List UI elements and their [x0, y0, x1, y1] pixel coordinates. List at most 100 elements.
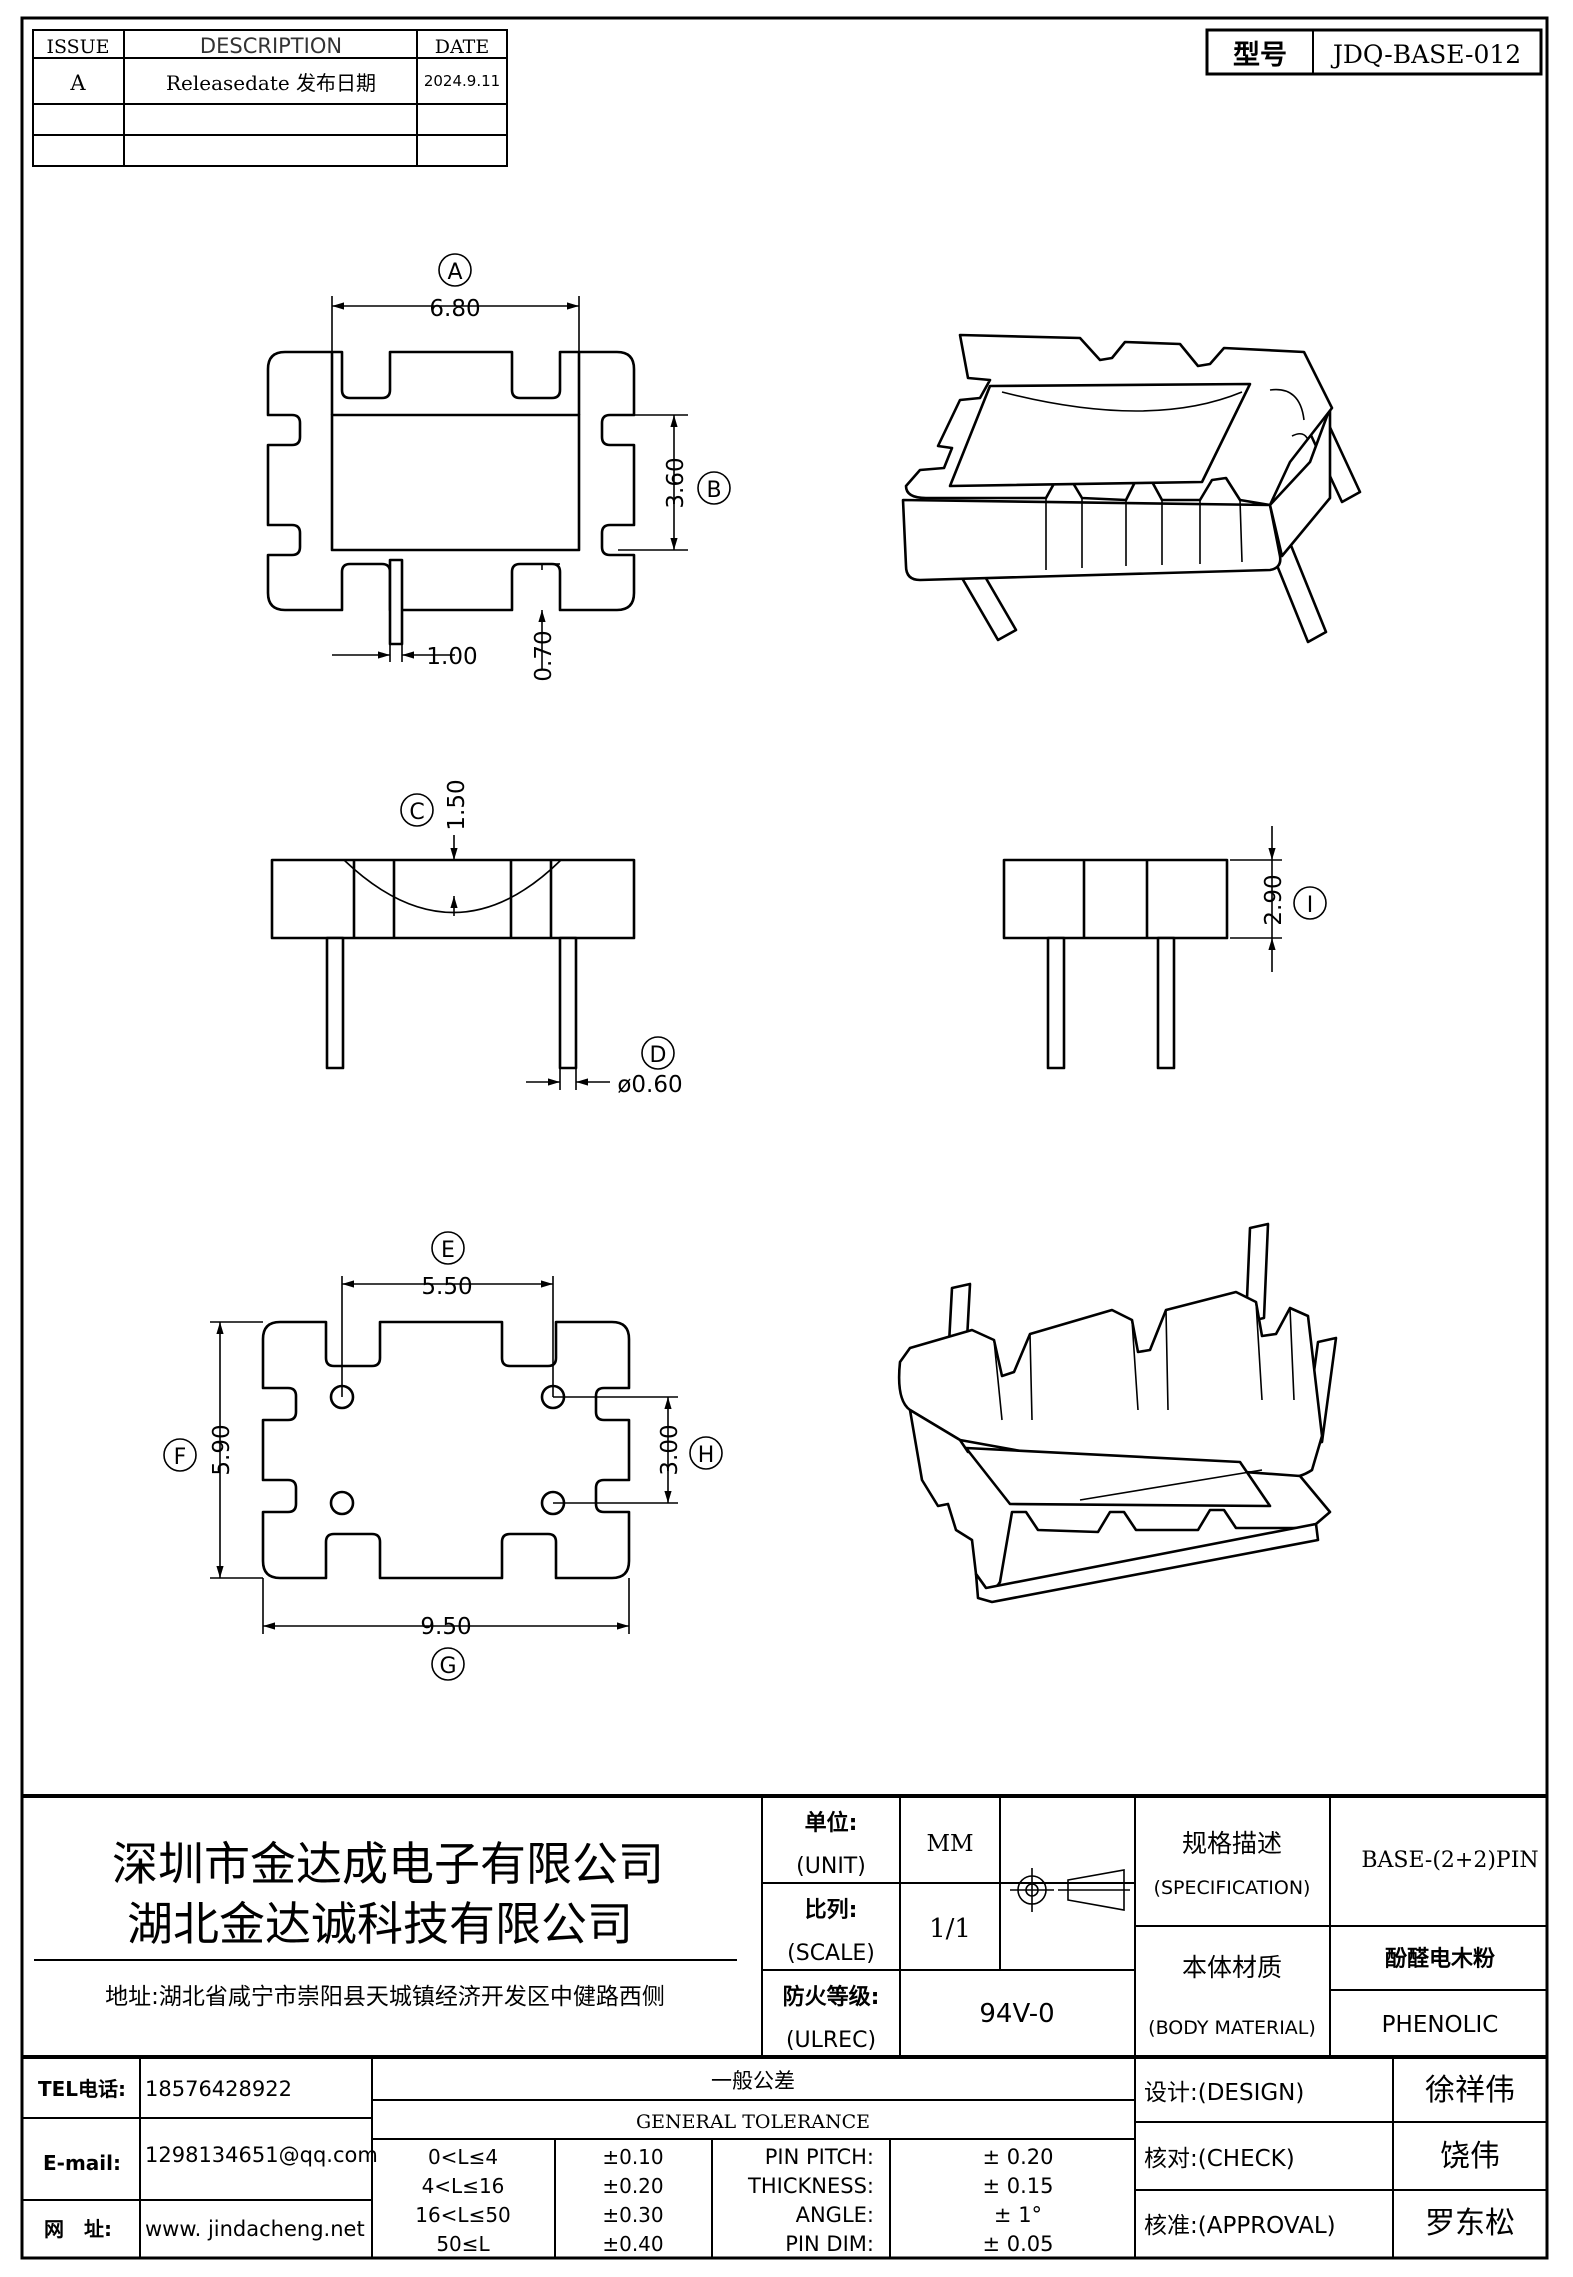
header-issue: ISSUE — [46, 36, 109, 58]
email-label: E-mail: — [43, 2151, 121, 2175]
tol-item: THICKNESS: — [747, 2174, 874, 2198]
tol-value: ±0.40 — [602, 2232, 663, 2256]
label-f: F — [174, 1445, 187, 1470]
issue-value: A — [69, 71, 86, 95]
tel-value: 18576428922 — [145, 2077, 292, 2101]
tol-item-value: ± 0.20 — [982, 2145, 1053, 2169]
spec-label-en: (SPECIFICATION) — [1154, 1877, 1311, 1899]
label-i: I — [1307, 893, 1314, 918]
tel-label: TEL电话: — [38, 2077, 126, 2101]
top-view — [266, 350, 636, 646]
model-number: JDQ-BASE-012 — [1330, 40, 1521, 69]
dim-slot-value: 0.70 — [531, 630, 557, 681]
dim-b: 3.60 B — [618, 414, 731, 551]
dim-b-value: 3.60 — [663, 457, 689, 508]
email-value: 1298134651@qq.com — [145, 2143, 378, 2167]
front-view — [270, 858, 636, 1070]
tol-range: 16<L≤50 — [415, 2203, 511, 2227]
dim-e-value: 5.50 — [421, 1274, 472, 1300]
fire-value: 94V-0 — [979, 1999, 1054, 2029]
label-b: B — [706, 478, 721, 503]
dim-i-value: 2.90 — [1261, 874, 1287, 925]
dim-pin-width: 1.00 — [332, 610, 478, 670]
projection-symbol-icon — [1010, 1868, 1130, 1912]
label-c: C — [409, 800, 424, 825]
side-view — [1002, 858, 1229, 1070]
company-address: 地址:湖北省咸宁市崇阳县天城镇经济开发区中健路西侧 — [105, 1984, 665, 2010]
tol-value: ±0.10 — [602, 2145, 663, 2169]
web-label: 网 址: — [44, 2217, 112, 2241]
design-value: 徐祥伟 — [1425, 2073, 1515, 2108]
revision-table: ISSUE DESCRIPTION DATE A Releasedate 发布日… — [32, 29, 508, 167]
company-name-1: 深圳市金达成电子有限公司 — [112, 1837, 664, 1891]
tol-range: 0<L≤4 — [428, 2145, 498, 2169]
header-date: DATE — [435, 36, 489, 58]
approval-label: 核准:(APPROVAL) — [1144, 2213, 1336, 2239]
design-label: 设计:(DESIGN) — [1144, 2080, 1304, 2106]
label-a: A — [447, 260, 462, 285]
spec-label: 规格描述 — [1182, 1829, 1282, 1858]
scale-label-en: (SCALE) — [787, 1941, 875, 1966]
tol-item: PIN PITCH: — [765, 2145, 874, 2169]
dim-a-value: 6.80 — [429, 296, 480, 322]
dim-c: 1.50 C — [400, 779, 470, 916]
date-value: 2024.9.11 — [424, 72, 500, 90]
model-box: 型号 JDQ-BASE-012 — [1205, 28, 1543, 76]
tolerance-title-cn: 一般公差 — [711, 2069, 795, 2093]
tol-item: PIN DIM: — [785, 2232, 874, 2256]
dim-f: 5.90 F — [163, 1321, 263, 1579]
tol-item: ANGLE: — [796, 2203, 874, 2227]
approval-value: 罗东松 — [1425, 2206, 1515, 2241]
tol-item-value: ± 1° — [994, 2203, 1042, 2227]
tol-item-value: ± 0.05 — [982, 2232, 1053, 2256]
material-value-en: PHENOLIC — [1382, 2012, 1499, 2038]
tol-item-value: ± 0.15 — [982, 2174, 1053, 2198]
unit-label-en: (UNIT) — [796, 1854, 866, 1879]
drawing-border — [20, 16, 1549, 2260]
dim-i: 2.90 I — [1230, 826, 1327, 972]
tol-value: ±0.30 — [602, 2203, 663, 2227]
dim-g: 9.50 G — [262, 1578, 630, 1681]
tol-value: ±0.20 — [602, 2174, 663, 2198]
web-value: www. jindacheng.net — [145, 2217, 365, 2241]
label-h: H — [698, 1443, 715, 1468]
dim-slot: 0.70 — [531, 563, 560, 682]
scale-value: 1/1 — [929, 1914, 971, 1944]
dim-f-value: 5.90 — [209, 1424, 235, 1475]
dim-h-value: 3.00 — [657, 1424, 683, 1475]
scale-label: 比列: — [805, 1898, 858, 1923]
description-value: Releasedate 发布日期 — [166, 71, 376, 95]
fire-label: 防火等级: — [783, 1984, 880, 2010]
material-label-en: (BODY MATERIAL) — [1148, 2017, 1316, 2039]
company-name-2: 湖北金达诚科技有限公司 — [127, 1897, 633, 1951]
bottom-view — [261, 1320, 631, 1580]
header-description: DESCRIPTION — [200, 34, 342, 58]
tolerance-title-en: GENERAL TOLERANCE — [636, 2111, 870, 2133]
material-label: 本体材质 — [1182, 1953, 1282, 1982]
label-e: E — [441, 1238, 455, 1263]
label-d: D — [650, 1043, 667, 1068]
fire-label-en: (ULREC) — [786, 2028, 876, 2053]
unit-label: 单位: — [805, 1810, 858, 1836]
label-g: G — [439, 1654, 456, 1679]
dim-d: ø0.60 D — [526, 1036, 683, 1098]
dim-g-value: 9.50 — [420, 1614, 471, 1640]
model-label: 型号 — [1233, 40, 1287, 71]
tol-range: 4<L≤16 — [422, 2174, 505, 2198]
check-value: 饶伟 — [1440, 2139, 1500, 2174]
tol-range: 50≤L — [436, 2232, 490, 2256]
iso-view-top — [901, 333, 1362, 644]
check-label: 核对:(CHECK) — [1144, 2146, 1295, 2172]
dim-c-value: 1.50 — [444, 779, 470, 830]
spec-value: BASE-(2+2)PIN — [1361, 1848, 1538, 1873]
dim-pin-width-value: 1.00 — [426, 644, 477, 670]
dim-d-value: ø0.60 — [617, 1072, 682, 1098]
unit-value: MM — [926, 1831, 973, 1857]
dim-a: 6.80 A — [331, 253, 580, 352]
dim-e: 5.50 E — [341, 1231, 554, 1397]
title-block: 深圳市金达成电子有限公司 湖北金达诚科技有限公司 地址:湖北省咸宁市崇阳县天城镇… — [22, 1794, 1547, 2258]
dim-h: 3.00 H — [553, 1396, 723, 1504]
iso-view-bottom — [897, 1222, 1338, 1604]
material-value-cn: 酚醛电木粉 — [1385, 1947, 1495, 1972]
